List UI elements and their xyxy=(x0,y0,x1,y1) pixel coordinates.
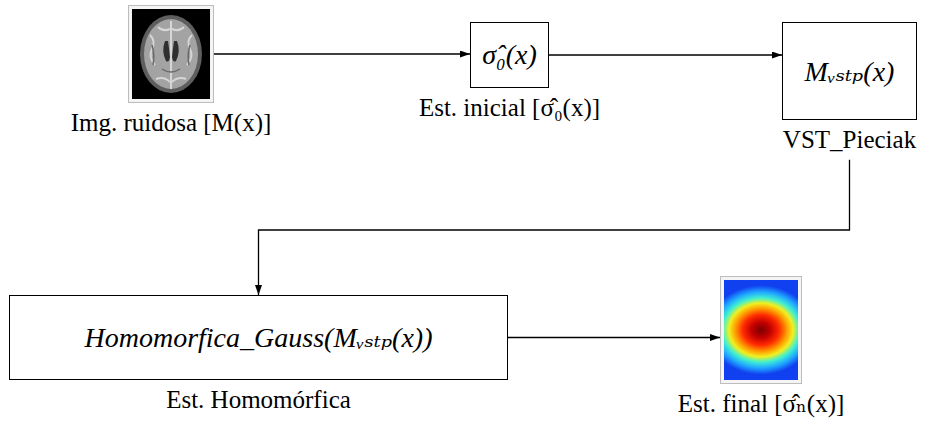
box-text: Mᵥₛₜₚ(x) xyxy=(805,55,895,88)
caption-label: VST_Pieciak xyxy=(783,126,916,155)
box-text: σ̂₀(x) xyxy=(482,39,537,71)
box-text: Homomorfica_Gauss(Mᵥₛₜₚ(x)) xyxy=(85,321,433,354)
brain-tissue xyxy=(144,19,198,89)
flow-arrow xyxy=(214,53,470,54)
image-border xyxy=(721,277,802,384)
skull xyxy=(140,15,202,93)
caption-label: Est. inicial [σ̂₀(x)] xyxy=(419,94,600,123)
gyri xyxy=(150,21,192,89)
image-frame xyxy=(128,5,214,103)
box-outline: Homomorfica_Gauss(Mᵥₛₜₚ(x)) xyxy=(9,295,508,380)
heatmap-field xyxy=(724,280,798,380)
caption-label: Img. ruidosa [M(x)] xyxy=(71,109,272,138)
image-border xyxy=(129,6,214,103)
image-frame xyxy=(720,276,802,384)
box-outline: Mᵥₛₜₚ(x) xyxy=(782,22,917,120)
heatmap-image xyxy=(720,276,802,384)
box-outline: σ̂₀(x) xyxy=(470,22,549,88)
flow-arrow xyxy=(508,337,720,338)
caption-label: Est. Homomórfica xyxy=(166,386,351,415)
mri-brain-image xyxy=(128,5,214,103)
caption-label: Est. final [σ̂ₙ(x)] xyxy=(678,390,845,419)
flow-arrow xyxy=(549,54,782,55)
ventricles xyxy=(163,41,179,62)
flow-arrow xyxy=(259,160,850,295)
image-background xyxy=(132,9,210,99)
sulci xyxy=(152,45,190,72)
